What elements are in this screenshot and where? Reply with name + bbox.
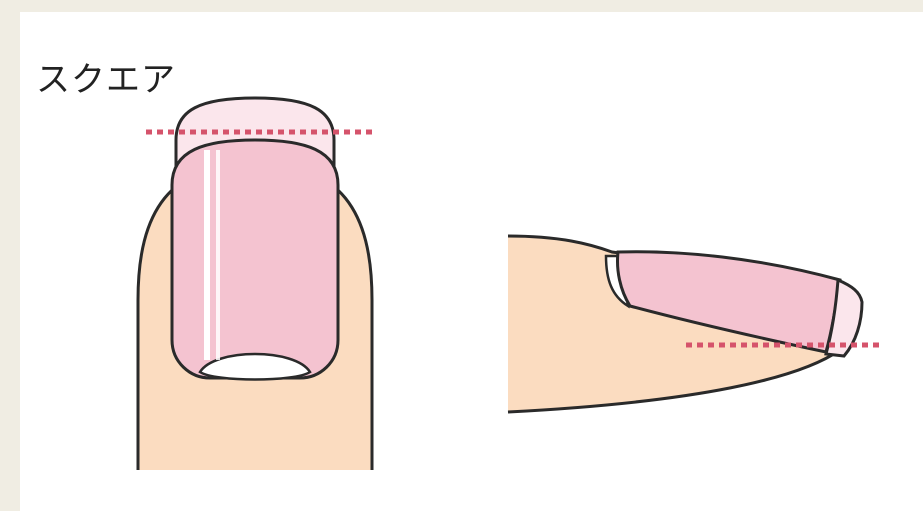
front-nail-highlight (204, 150, 210, 360)
front-nail-highlight (216, 150, 220, 360)
front-nail-plate (172, 140, 338, 378)
front-view-finger (138, 98, 375, 470)
side-view-finger (508, 236, 884, 412)
